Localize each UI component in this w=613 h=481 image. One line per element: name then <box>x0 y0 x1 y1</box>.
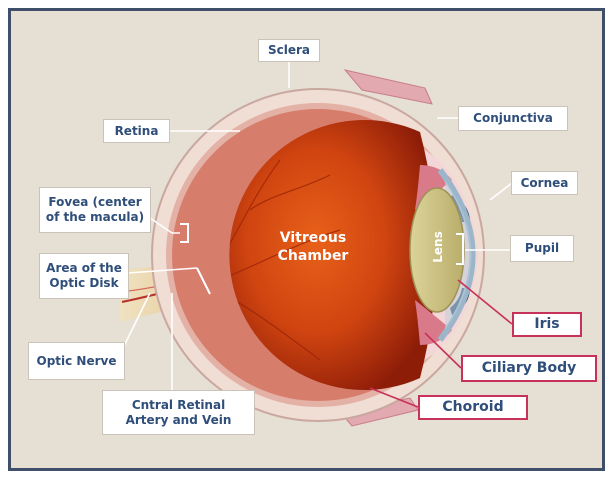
lens-label: Lens <box>431 230 445 264</box>
vitreous-chamber-label: Vitreous Chamber <box>270 229 356 265</box>
cornea-label: Cornea <box>511 171 578 195</box>
optic-disk-label: Area of the Optic Disk <box>39 253 129 299</box>
central-retinal-label: Cntral Retinal Artery and Vein <box>102 390 255 435</box>
retina-label: Retina <box>103 119 170 143</box>
iris-label: Iris <box>512 312 582 337</box>
choroid-label: Choroid <box>418 395 528 420</box>
sclera-label: Sclera <box>258 39 320 62</box>
fovea-label: Fovea (center of the macula) <box>39 187 151 233</box>
ciliary-body-label: Ciliary Body <box>461 355 597 382</box>
conjunctiva-label: Conjunctiva <box>458 106 568 131</box>
optic-nerve-label: Optic Nerve <box>28 342 125 380</box>
pupil-label: Pupil <box>510 235 574 262</box>
